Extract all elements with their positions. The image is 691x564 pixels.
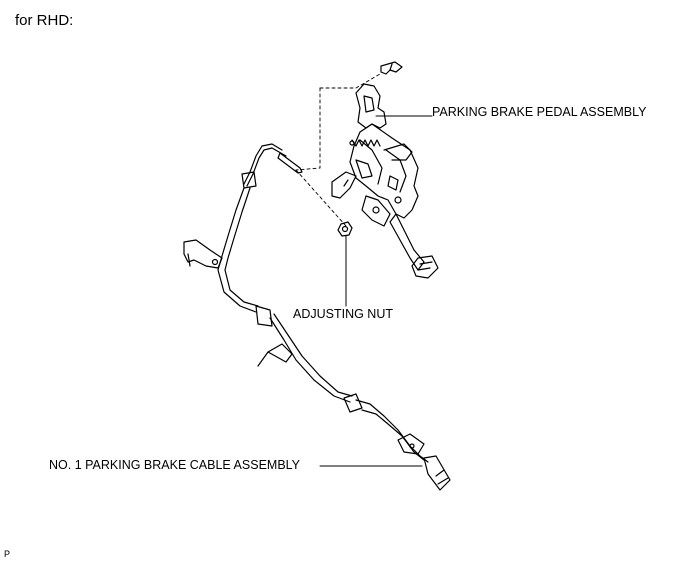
parking-brake-cable-drawing xyxy=(183,143,451,491)
adjusting-nut-label: ADJUSTING NUT xyxy=(293,307,393,321)
leader-lines xyxy=(319,115,433,467)
corner-mark: P xyxy=(4,549,11,559)
cable-assembly-label: NO. 1 PARKING BRAKE CABLE ASSEMBLY xyxy=(49,458,301,472)
parking-brake-pedal-assembly-drawing xyxy=(331,61,439,279)
adjusting-nut-drawing xyxy=(337,221,353,237)
pedal-assembly-label: PARKING BRAKE PEDAL ASSEMBLY xyxy=(432,105,647,119)
diagram-heading: for RHD: xyxy=(15,12,74,29)
assembly-guide-lines xyxy=(295,73,381,241)
